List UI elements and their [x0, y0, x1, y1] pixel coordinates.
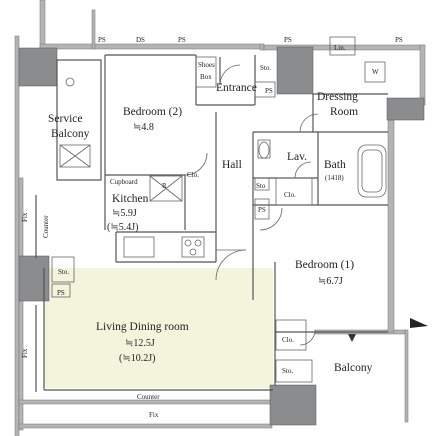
w-label: W	[372, 68, 379, 76]
clo-label-2: Clo.	[284, 191, 296, 199]
clo-label-3: Clo.	[282, 336, 294, 344]
counter-label-left: Counter	[42, 215, 50, 238]
balcony-label: Balcony	[334, 362, 373, 374]
partitions	[35, 54, 388, 392]
living-room-fill	[44, 268, 273, 388]
ps-label-6: PS	[258, 206, 266, 214]
bath-size: (1418)	[325, 174, 344, 182]
fix-label-left-1: Fix	[21, 212, 29, 222]
sto-label-2: Sto	[256, 182, 266, 190]
service-balcony-line2: Balcony	[51, 128, 90, 140]
bedroom1-name: Bedroom (1)	[295, 259, 354, 271]
ps-label-4: PS	[395, 36, 403, 44]
bedroom2-area: ≒4.8	[133, 122, 154, 133]
sto-label-3: Sto.	[58, 268, 69, 276]
kitchen-area: ≒5.9J	[112, 208, 137, 219]
bath-name: Bath	[324, 159, 346, 171]
hall-label: Hall	[222, 159, 242, 171]
service-balcony-line1: Service	[48, 113, 82, 125]
ps-label-1: PS	[98, 36, 106, 44]
lav-label: Lav.	[287, 151, 307, 163]
living-name: Living Dining room	[96, 321, 189, 333]
structural-columns	[18, 46, 425, 426]
sto-label-4: Sto.	[282, 367, 293, 375]
compass-icon	[410, 318, 428, 328]
fixtures	[51, 36, 387, 383]
refrigerator-label: R	[162, 182, 167, 190]
door-swings	[184, 64, 319, 346]
ps-label-3: PS	[284, 36, 292, 44]
room-labels: Bedroom (2) ≒4.8 Kitchen ≒5.9J (≒5.4J) L…	[48, 82, 373, 374]
ds-label: DS	[136, 36, 145, 44]
living-area-alt: (≒10.2J)	[119, 353, 155, 364]
lin-label: Lin.	[334, 44, 346, 52]
ps-label-2: PS	[178, 36, 186, 44]
fix-label-left-2: Fix	[21, 348, 29, 358]
small-labels: PS DS PS PS PS PS PS PS Lin. W Shoes Box…	[21, 36, 403, 419]
ps-label-7: PS	[57, 289, 65, 297]
bedroom2-name: Bedroom (2)	[123, 106, 182, 118]
bedroom1-area: ≒6.7J	[318, 276, 343, 287]
fix-label-bottom: Fix	[149, 411, 159, 419]
clo-label-1: Clo.	[187, 171, 199, 179]
sto-label-1: Sto.	[260, 64, 271, 72]
dressing-line2: Room	[330, 106, 358, 118]
living-area: ≒12.5J	[125, 338, 155, 349]
balcony-marker	[348, 334, 356, 342]
kitchen-name: Kitchen	[112, 193, 149, 205]
box-label: Box	[200, 73, 212, 81]
kitchen-area-alt: (≒5.4J)	[107, 222, 138, 233]
counter-label-bottom: Counter	[137, 393, 160, 401]
ps-label-5: PS	[265, 87, 273, 95]
dressing-line1: Dressing	[317, 91, 358, 103]
cupboard-label: Cupboard	[110, 178, 138, 186]
shoes-label: Shoes	[198, 61, 215, 69]
entrance-label: Entrance	[216, 82, 257, 94]
